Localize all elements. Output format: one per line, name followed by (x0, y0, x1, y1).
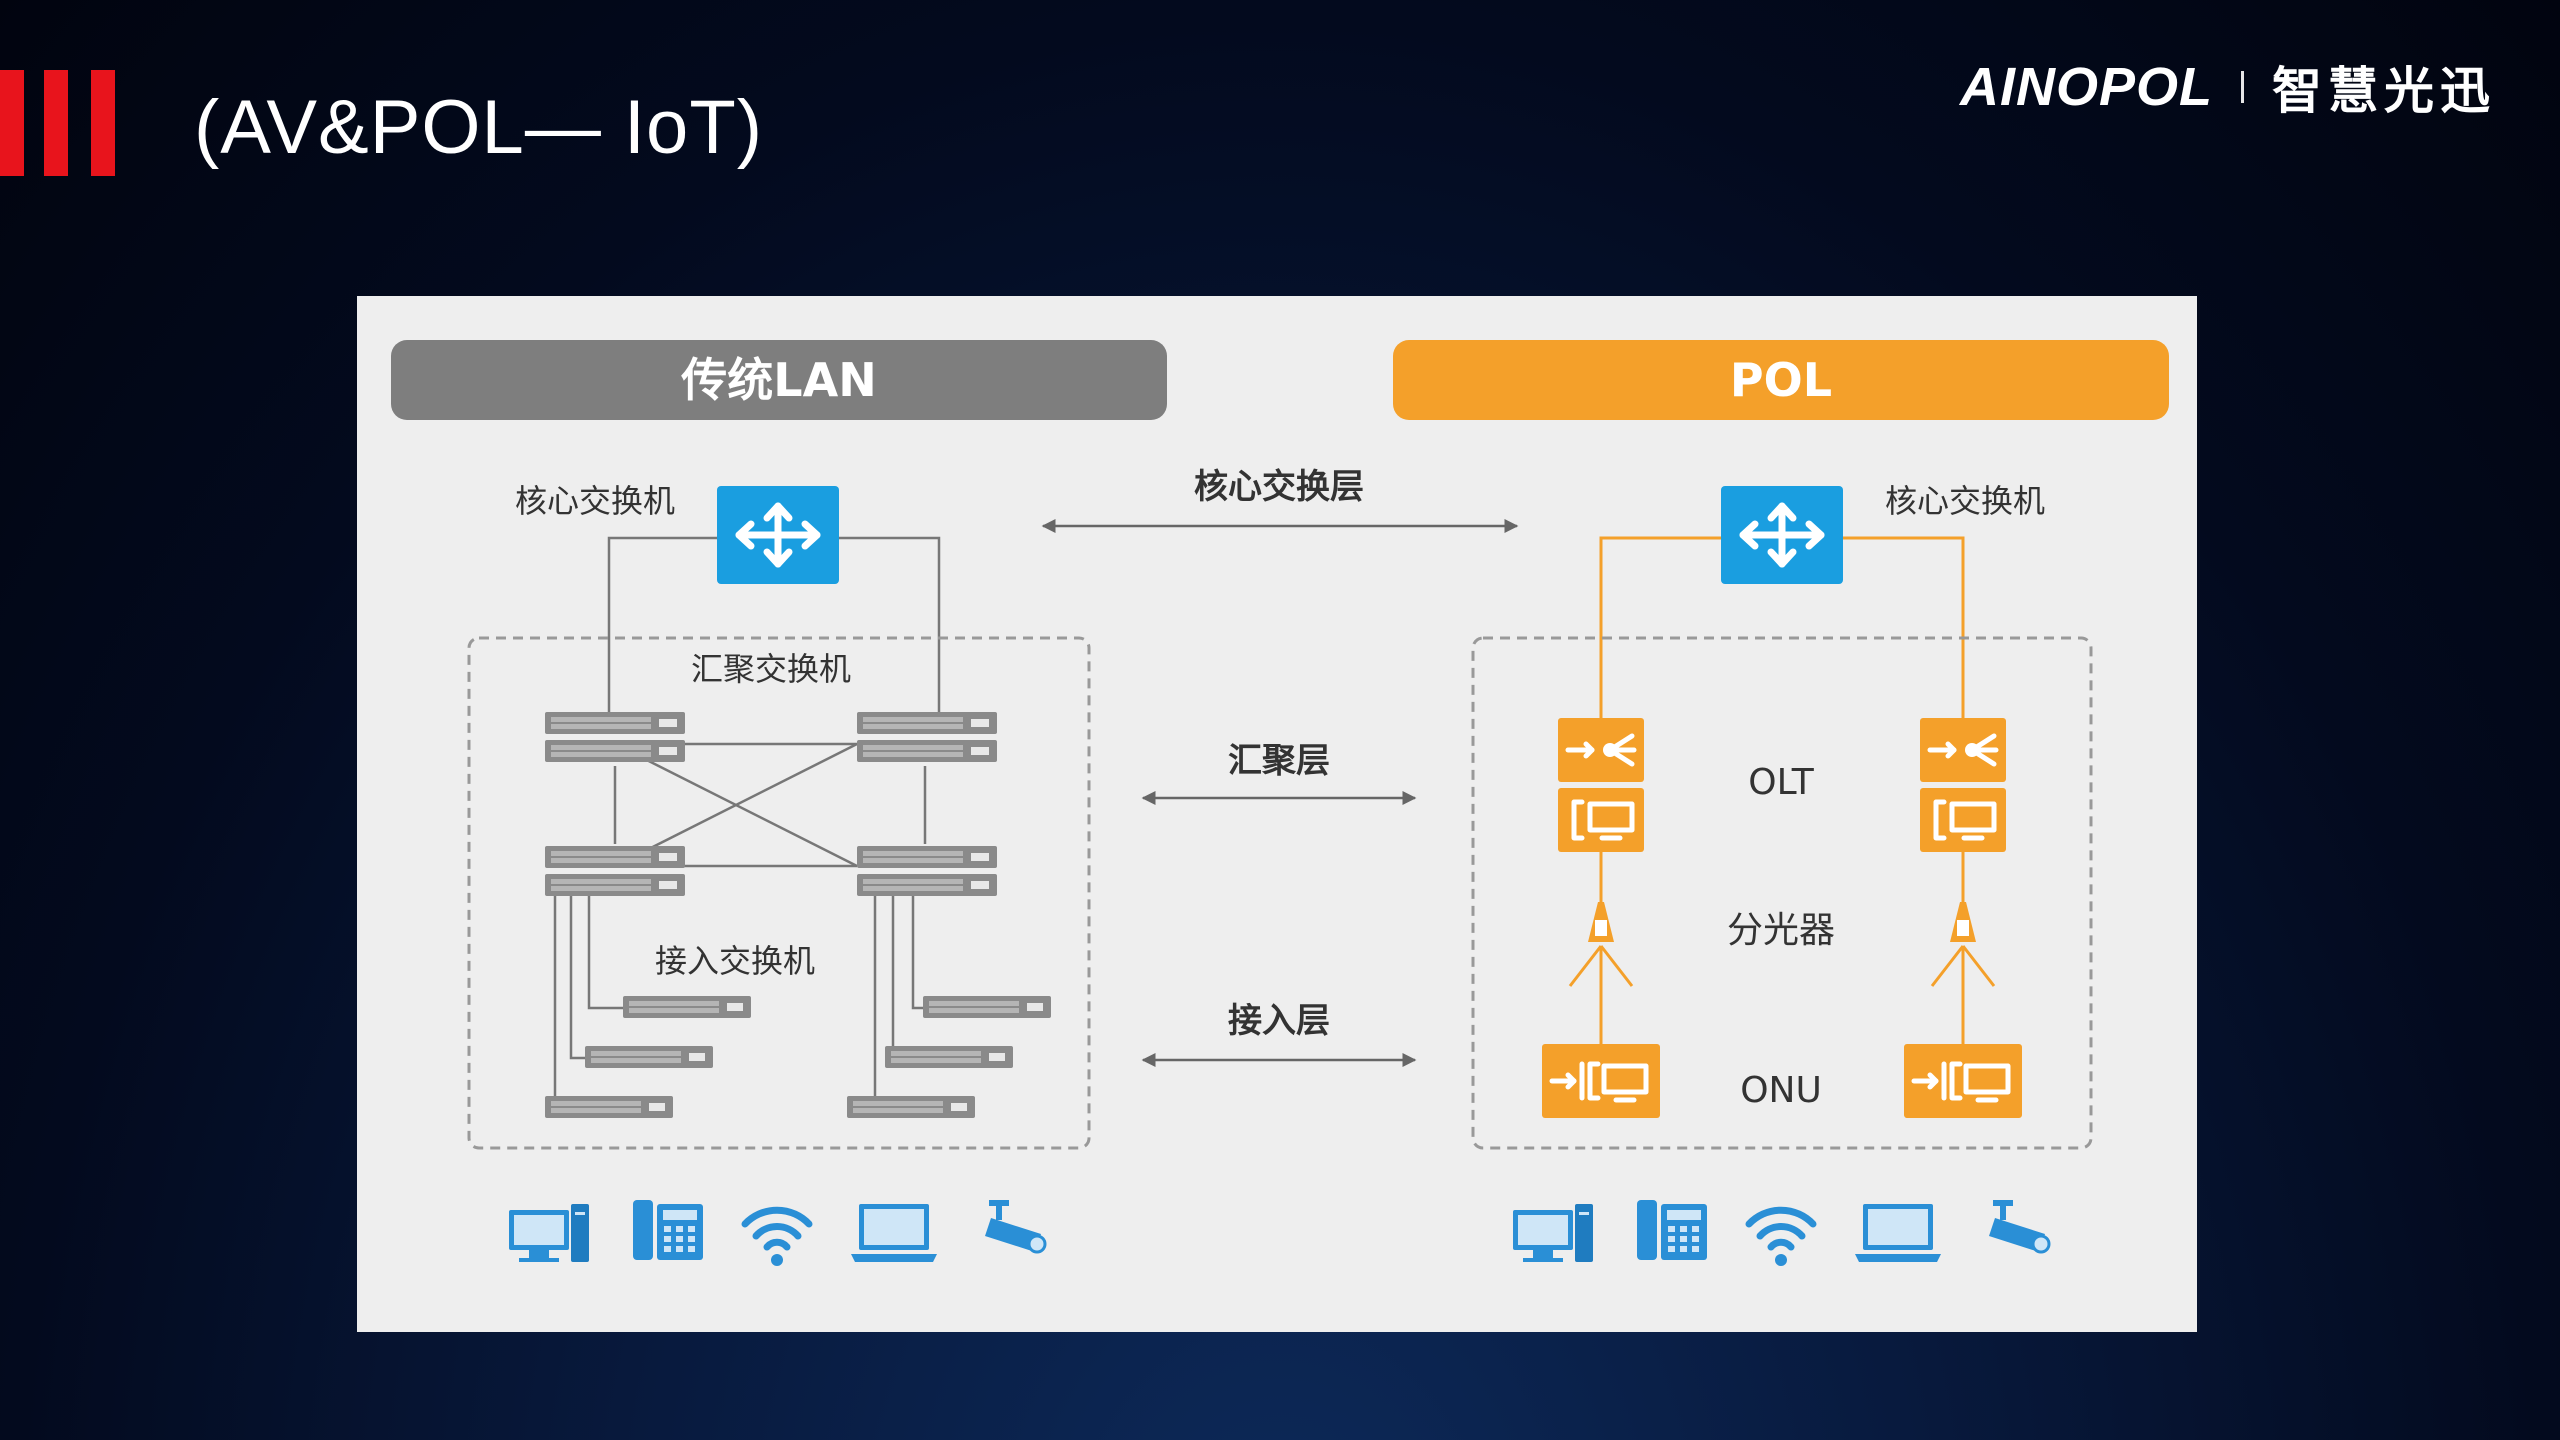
phone-icon (633, 1200, 703, 1260)
lan-aggregation-label: 汇聚交换机 (691, 650, 851, 688)
lan-access-upper-switch-left (545, 846, 685, 896)
onu-device-right (1904, 1044, 2022, 1118)
lan-endpoints (509, 1198, 1047, 1266)
laptop-icon (1855, 1204, 1941, 1262)
pol-device-group-box (1471, 636, 2093, 1150)
slide-title: (AV&POL— IoT) (194, 85, 764, 170)
phone-icon (1637, 1200, 1707, 1260)
desktop-icon (1513, 1204, 1593, 1262)
brand: AINOPOL 智慧光迅 (1960, 52, 2496, 122)
splitter-right (1930, 900, 1996, 988)
lan-access-switch (885, 1046, 1013, 1068)
pol-header-label: POL (1730, 353, 1832, 407)
accent-bar-1 (0, 70, 24, 176)
lan-access-switch (585, 1046, 713, 1068)
access-layer-label: 接入层 (1228, 1001, 1330, 1041)
pol-core-switch (1721, 486, 1843, 584)
camera-icon (983, 1198, 1047, 1254)
lan-switch-group-box (467, 636, 1091, 1150)
lan-core-label: 核心交换机 (515, 482, 675, 520)
laptop-icon (851, 1204, 937, 1262)
brand-chinese-name: 智慧光迅 (2272, 61, 2496, 120)
lan-header-label: 传统LAN (680, 353, 876, 407)
lan-aggregation-mesh (613, 742, 927, 868)
pol-core-links (1599, 536, 1965, 718)
olt-device-right (1920, 718, 2006, 852)
pol-header: POL (1393, 340, 2169, 420)
lan-aggregation-switch-left (545, 712, 685, 762)
lan-header: 传统LAN (391, 340, 1167, 420)
pol-core-label: 核心交换机 (1885, 482, 2045, 520)
wifi-icon (1749, 1210, 1813, 1266)
network-comparison-diagram: 传统LAN POL 核心交换机 汇聚交换机 接入交换机 (357, 296, 2197, 1332)
lan-aggregation-switch-right (857, 712, 997, 762)
brand-logo: AINOPOL (1959, 57, 2213, 117)
core-layer-label: 核心交换层 (1194, 467, 1364, 507)
pol-fiber-links (1599, 852, 1965, 1044)
brand-separator (2241, 71, 2244, 103)
olt-label: OLT (1748, 762, 1814, 803)
accent-bar-2 (44, 70, 68, 176)
accent-bar-3 (91, 70, 115, 176)
lan-access-switch (545, 1096, 673, 1118)
lan-access-switch (623, 996, 751, 1018)
onu-label: ONU (1740, 1070, 1822, 1111)
pol-endpoints (1513, 1198, 2051, 1266)
lan-access-switch (923, 996, 1051, 1018)
lan-access-tree-left (545, 896, 623, 1110)
wifi-icon (745, 1210, 809, 1266)
lan-core-links (607, 536, 941, 714)
olt-device-left (1558, 718, 1644, 852)
aggregation-layer-label: 汇聚层 (1228, 741, 1330, 781)
lan-access-tree-right (857, 896, 925, 1110)
splitter-left (1568, 900, 1634, 988)
desktop-icon (509, 1204, 589, 1262)
lan-core-switch (717, 486, 839, 584)
lan-access-switch (847, 1096, 975, 1118)
lan-access-label: 接入交换机 (655, 942, 815, 980)
lan-access-upper-switch-right (857, 846, 997, 896)
camera-icon (1987, 1198, 2051, 1254)
splitter-label: 分光器 (1727, 910, 1835, 951)
onu-device-left (1542, 1044, 1660, 1118)
